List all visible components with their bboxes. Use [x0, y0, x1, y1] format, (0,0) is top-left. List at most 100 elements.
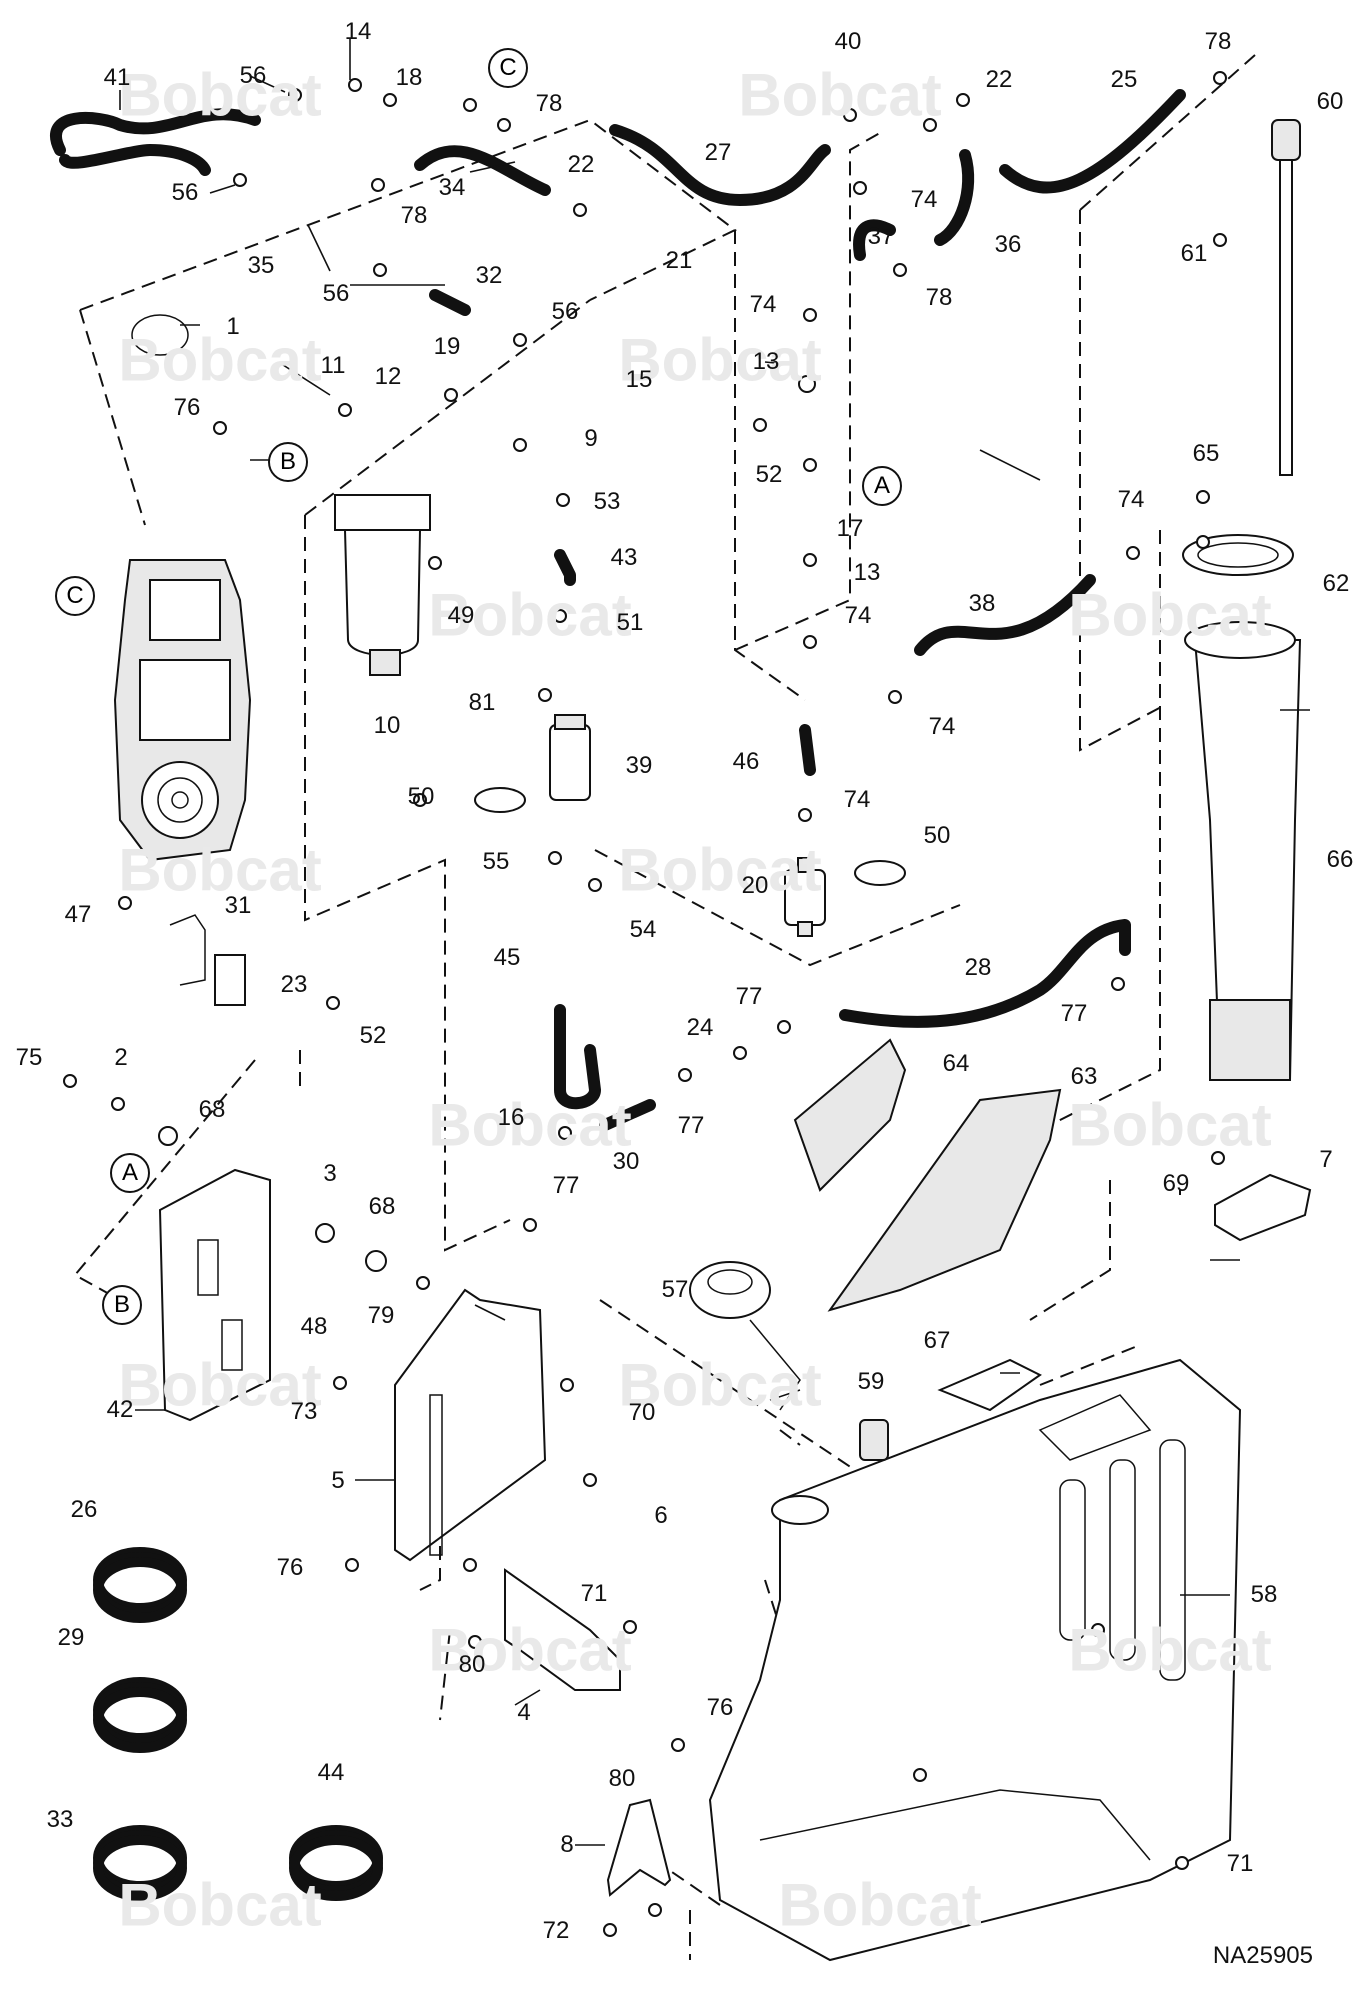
fuel-tank	[708, 1358, 1242, 1962]
part-number-label: 60	[1316, 88, 1344, 115]
watermark: Bobcat	[778, 1871, 982, 1939]
part-number-label: 3	[323, 1160, 337, 1187]
part-number-label: 78	[400, 202, 428, 229]
part-number-label: 77	[735, 983, 763, 1010]
part-number-label: 39	[625, 752, 653, 779]
part-number-label: 20	[741, 872, 769, 899]
hose-coils	[93, 1547, 383, 1901]
part-number-label: 14	[344, 18, 372, 45]
part-number-label: 74	[1117, 486, 1145, 513]
part-number-label: 18	[395, 64, 423, 91]
watermark: Bobcat	[618, 326, 822, 394]
part-number-label: 56	[171, 179, 199, 206]
watermark: Bobcat	[1068, 581, 1272, 649]
part-number-label: 34	[438, 174, 466, 201]
gasket-67	[937, 1358, 1042, 1412]
part-number-label: 37	[867, 223, 895, 250]
part-number-label: 80	[458, 1651, 486, 1678]
part-number-label: 5	[331, 1467, 345, 1494]
part-number-label: 77	[1060, 1000, 1088, 1027]
part-number-label: 68	[198, 1096, 226, 1123]
part-number-label: 46	[732, 748, 760, 775]
part-number-label: 74	[749, 291, 777, 318]
part-number-label: 69	[1162, 1170, 1190, 1197]
watermark: Bobcat	[118, 836, 322, 904]
part-number-label: 43	[610, 544, 638, 571]
part-number-label: 52	[359, 1022, 387, 1049]
plug-59	[859, 1419, 889, 1461]
part-number-label: 23	[280, 971, 308, 998]
part-number-label: 72	[542, 1917, 570, 1944]
watermark: Bobcat	[428, 1616, 632, 1684]
part-number-label: 64	[942, 1050, 970, 1077]
part-number-label: 2	[114, 1044, 128, 1071]
part-number-label: 78	[925, 284, 953, 311]
watermark: Bobcat	[428, 1091, 632, 1159]
part-number-label: 62	[1322, 570, 1350, 597]
part-number-label: 74	[910, 186, 938, 213]
part-number-label: 77	[677, 1112, 705, 1139]
part-number-label: 6	[654, 1502, 668, 1529]
part-number-label: 30	[612, 1148, 640, 1175]
bracket-5	[394, 1288, 547, 1562]
part-number-label: 56	[551, 298, 579, 325]
part-number-label: 33	[46, 1806, 74, 1833]
part-number-label: 48	[300, 1313, 328, 1340]
watermark: Bobcat	[1068, 1091, 1272, 1159]
part-number-label: 70	[628, 1399, 656, 1426]
part-number-label: 50	[923, 822, 951, 849]
part-number-label: 50	[407, 783, 435, 810]
part-number-label: 22	[985, 66, 1013, 93]
part-number-label: 56	[322, 280, 350, 307]
part-number-label: 15	[625, 366, 653, 393]
part-number-label: 12	[374, 363, 402, 390]
watermark: Bobcat	[618, 1351, 822, 1419]
part-number-label: 17	[836, 515, 864, 542]
part-number-label: 78	[1204, 28, 1232, 55]
part-number-label: 16	[497, 1104, 525, 1131]
clamp-50b	[854, 860, 906, 886]
mount-plate-42	[158, 1168, 271, 1422]
part-number-label: 65	[1192, 440, 1220, 467]
part-number-label: 47	[64, 901, 92, 928]
callout-circle: B	[102, 1285, 142, 1325]
part-number-label: 19	[433, 333, 461, 360]
bracket-8	[606, 1798, 672, 1897]
part-number-label: 29	[57, 1624, 85, 1651]
part-number-label: 44	[317, 1759, 345, 1786]
fuel-filter	[334, 494, 431, 676]
fuel-cap	[689, 1261, 801, 1411]
tank-covers	[793, 1038, 1062, 1312]
part-number-label: 8	[560, 1831, 574, 1858]
part-number-label: 78	[535, 90, 563, 117]
watermark: Bobcat	[738, 61, 942, 129]
part-number-label: 53	[593, 488, 621, 515]
part-number-label: 25	[1110, 66, 1138, 93]
part-number-label: 51	[616, 609, 644, 636]
watermark: Bobcat	[1068, 1616, 1272, 1684]
band-clamp	[131, 314, 189, 356]
part-number-label: 10	[373, 712, 401, 739]
callout-circle: B	[268, 442, 308, 482]
part-number-label: 68	[368, 1193, 396, 1220]
part-number-label: 36	[994, 231, 1022, 258]
watermark: Bobcat	[428, 581, 632, 649]
callout-circle: C	[55, 576, 95, 616]
part-number-label: 71	[580, 1580, 608, 1607]
part-number-label: 13	[752, 348, 780, 375]
part-number-label: 7	[1319, 1146, 1333, 1173]
watermark: Bobcat	[118, 1351, 322, 1419]
part-number-label: 24	[686, 1014, 714, 1041]
part-number-label: 32	[475, 262, 503, 289]
part-number-label: 81	[468, 689, 496, 716]
part-number-label: 40	[834, 28, 862, 55]
leader-lines	[119, 38, 1310, 1846]
part-number-label: 35	[247, 252, 275, 279]
part-number-label: 79	[367, 1302, 395, 1329]
part-number-label: 66	[1326, 846, 1354, 873]
part-number-label: 41	[103, 64, 131, 91]
part-number-label: 21	[665, 247, 693, 274]
bracket-7	[1214, 1173, 1312, 1242]
part-number-label: 67	[923, 1327, 951, 1354]
